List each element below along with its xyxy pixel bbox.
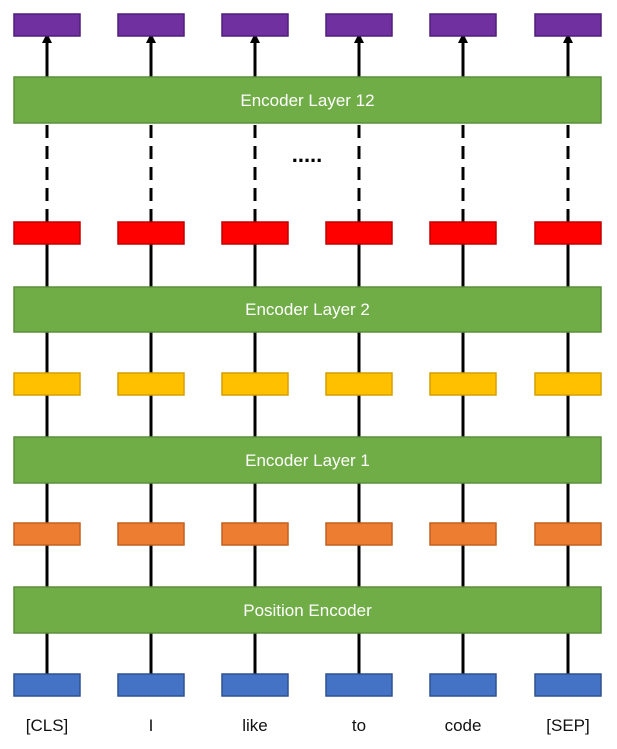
orange-token-box bbox=[13, 522, 81, 546]
orange-token-box bbox=[429, 522, 497, 546]
red-token-box bbox=[13, 221, 81, 245]
encoder-layer-blocks: Encoder Layer 12 Encoder Layer 2 Encoder… bbox=[13, 76, 602, 634]
output-token-box bbox=[325, 13, 393, 37]
yellow-token-box bbox=[429, 372, 497, 396]
output-token-box bbox=[13, 13, 81, 37]
connector-lines bbox=[42, 33, 573, 674]
red-token-box bbox=[325, 221, 393, 245]
token-label-sep: [SEP] bbox=[546, 716, 589, 735]
orange-token-box bbox=[325, 522, 393, 546]
input-token-box bbox=[534, 673, 602, 697]
position-encoder: Position Encoder bbox=[13, 586, 602, 634]
yellow-token-box bbox=[13, 372, 81, 396]
input-token-box bbox=[221, 673, 289, 697]
orange-token-box bbox=[221, 522, 289, 546]
token-embedding-rows bbox=[13, 13, 602, 697]
token-label-cls: [CLS] bbox=[26, 716, 69, 735]
yellow-token-box bbox=[221, 372, 289, 396]
input-token-box bbox=[429, 673, 497, 697]
input-token-box bbox=[13, 673, 81, 697]
orange-token-box bbox=[117, 522, 185, 546]
red-token-box bbox=[429, 221, 497, 245]
token-label-i: I bbox=[149, 716, 154, 735]
orange-token-box bbox=[534, 522, 602, 546]
yellow-token-box bbox=[117, 372, 185, 396]
output-token-box bbox=[221, 13, 289, 37]
encoder-layer-2-label: Encoder Layer 2 bbox=[245, 300, 370, 319]
encoder-layer-1: Encoder Layer 1 bbox=[13, 436, 602, 484]
token-label-to: to bbox=[352, 716, 366, 735]
output-token-box bbox=[117, 13, 185, 37]
yellow-token-box bbox=[534, 372, 602, 396]
encoder-layer-12-label: Encoder Layer 12 bbox=[240, 91, 374, 110]
encoder-layer-12: Encoder Layer 12 bbox=[13, 76, 602, 124]
red-token-box bbox=[221, 221, 289, 245]
output-token-box bbox=[429, 13, 497, 37]
token-labels: [CLS] I like to code [SEP] bbox=[26, 716, 590, 735]
layer-ellipsis: ..... bbox=[292, 142, 323, 167]
input-token-box bbox=[117, 673, 185, 697]
encoder-layer-2: Encoder Layer 2 bbox=[13, 286, 602, 333]
output-token-box bbox=[534, 13, 602, 37]
red-token-box bbox=[534, 221, 602, 245]
yellow-token-box bbox=[325, 372, 393, 396]
token-label-like: like bbox=[242, 716, 268, 735]
red-token-box bbox=[117, 221, 185, 245]
input-token-box bbox=[325, 673, 393, 697]
token-label-code: code bbox=[445, 716, 482, 735]
position-encoder-label: Position Encoder bbox=[243, 601, 372, 620]
encoder-layer-1-label: Encoder Layer 1 bbox=[245, 451, 370, 470]
